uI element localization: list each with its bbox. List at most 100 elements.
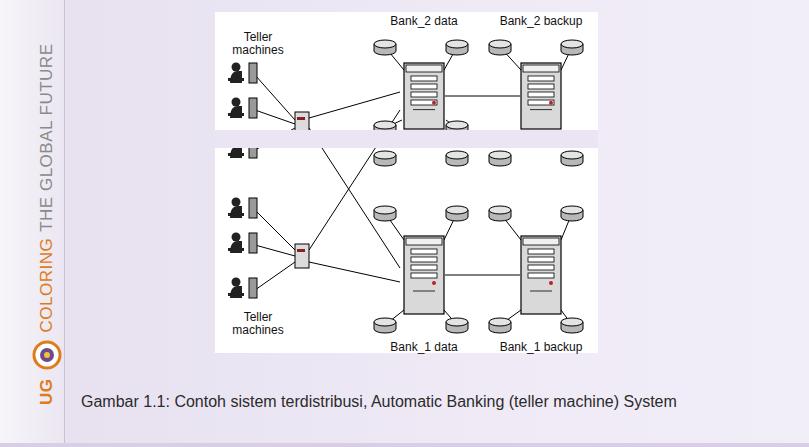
teller-terminal: [249, 278, 257, 298]
group-label: Teller machines: [228, 311, 288, 337]
server-tower: [403, 62, 445, 130]
teller-terminal: [249, 98, 257, 118]
figure-seam: [215, 130, 598, 148]
teller-terminal: [249, 233, 257, 253]
server-tower: [520, 62, 562, 130]
logo-core: [40, 349, 54, 363]
disk-top: [374, 40, 396, 48]
university-logo: [32, 341, 62, 371]
server-label: Bank_2 backup: [500, 14, 583, 29]
tower-vent: [413, 109, 435, 110]
drive-bay: [528, 84, 554, 89]
power-led: [432, 281, 436, 285]
replication-link: [445, 96, 520, 97]
disk-top: [561, 40, 583, 48]
figure-ground: [215, 12, 598, 353]
person-body: [230, 286, 242, 298]
server-tower: [403, 235, 445, 315]
server-node: Bank_2 backup: [500, 14, 583, 130]
disk-top: [446, 121, 468, 129]
slogan-text: UG: [37, 379, 57, 406]
drive-bay: [411, 249, 437, 254]
server-node: Bank_1 backup: [500, 235, 583, 355]
network-wire: [309, 262, 400, 282]
disk-top: [446, 318, 468, 326]
disk-top: [489, 206, 511, 214]
group-label: Teller machines: [228, 31, 288, 57]
slogan-text: THE GLOBAL FUTURE: [37, 44, 57, 232]
disk-top: [446, 40, 468, 48]
disk-top: [374, 206, 396, 214]
router-led: [297, 117, 305, 120]
server-label: Bank_1 data: [390, 340, 457, 355]
network-wire: [255, 262, 295, 290]
drive-bay: [528, 257, 554, 262]
bottom-strip: [0, 443, 809, 447]
tower-vent: [530, 291, 552, 292]
drive-bay: [528, 92, 554, 97]
drive-bay: [411, 273, 437, 278]
tower-vent: [530, 109, 552, 110]
server-node: Bank_2 data: [390, 14, 457, 130]
teller-desk: [228, 78, 244, 81]
network-wire: [255, 75, 295, 120]
network-wire: [255, 245, 295, 256]
person-body: [230, 206, 242, 218]
tower-case: [404, 63, 444, 129]
disk-top: [446, 206, 468, 214]
disk-top: [374, 318, 396, 326]
server-label: Bank_1 backup: [500, 340, 583, 355]
tower-top: [406, 238, 442, 245]
network-wire: [255, 210, 295, 250]
logo-center: [44, 353, 50, 359]
disk-top: [489, 40, 511, 48]
power-led: [432, 101, 436, 105]
vertical-slogan: UG COLORING THE GLOBAL FUTURE: [32, 0, 62, 405]
person-body: [230, 106, 242, 118]
person-head: [232, 63, 241, 72]
drive-bay: [411, 76, 437, 81]
replication-link: [445, 275, 520, 276]
person-head: [232, 233, 241, 242]
disk-top: [561, 151, 583, 159]
drive-bay: [528, 273, 554, 278]
drive-bay: [411, 257, 437, 262]
power-led: [549, 281, 553, 285]
server-tower: [520, 235, 562, 315]
network-wire: [255, 110, 295, 124]
logo-ring: [34, 343, 60, 369]
teller-terminal: [249, 198, 257, 218]
drive-bay: [411, 100, 437, 105]
teller-desk: [228, 153, 244, 156]
drive-bay: [528, 249, 554, 254]
server-node: Bank_1 data: [390, 235, 457, 355]
drive-bay: [528, 76, 554, 81]
person-body: [230, 241, 242, 253]
disk-top: [374, 151, 396, 159]
drive-bay: [411, 84, 437, 89]
disk-top: [489, 318, 511, 326]
drive-bay: [411, 92, 437, 97]
router-box: [295, 244, 309, 268]
teller-desk: [228, 113, 244, 116]
drive-bay: [528, 265, 554, 270]
teller-desk: [228, 293, 244, 296]
disk-top: [561, 206, 583, 214]
disk-top: [446, 151, 468, 159]
person-head: [232, 198, 241, 207]
disk-top: [374, 121, 396, 129]
slogan-text: COLORING: [37, 238, 57, 333]
network-wire: [309, 92, 400, 118]
teller-desk: [228, 248, 244, 251]
person-head: [232, 98, 241, 107]
person-body: [230, 71, 242, 83]
tower-vent: [413, 291, 435, 292]
person-head: [232, 278, 241, 287]
tower-top: [523, 238, 559, 245]
drive-bay: [411, 265, 437, 270]
router-led: [297, 249, 305, 252]
tower-case: [521, 63, 561, 129]
teller-terminal: [249, 63, 257, 83]
tower-top: [406, 65, 442, 72]
tower-case: [404, 236, 444, 314]
